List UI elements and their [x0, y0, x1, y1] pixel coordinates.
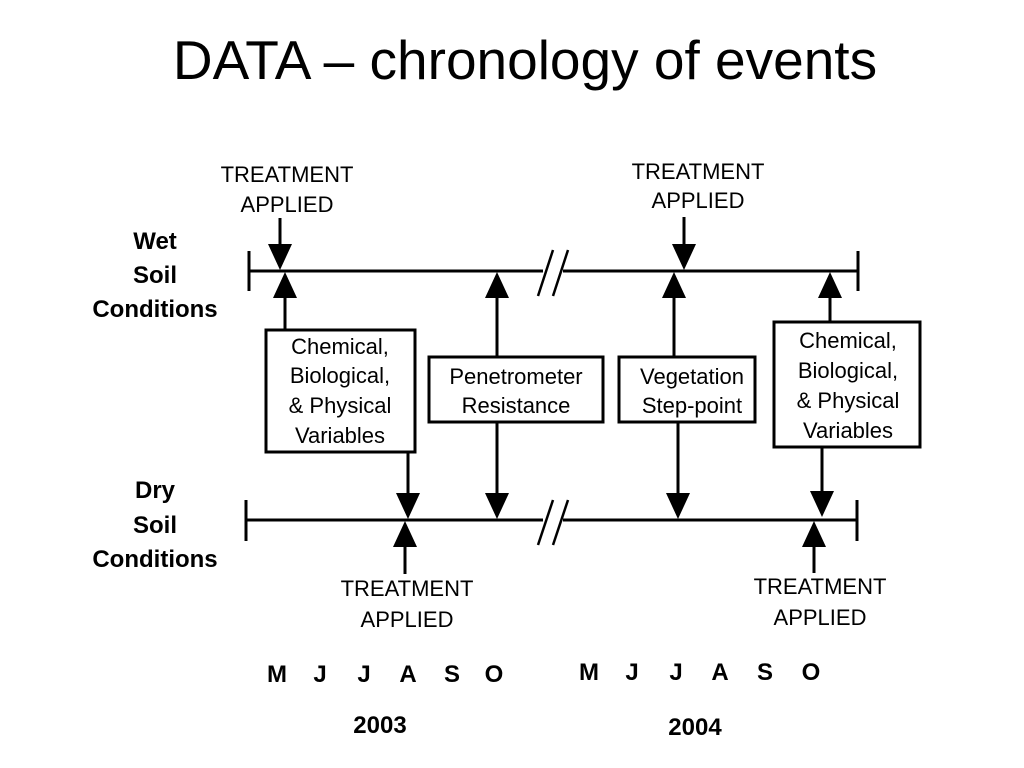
svg-text:APPLIED: APPLIED	[774, 605, 867, 630]
wet-row-label: Wet Soil Conditions	[92, 228, 217, 323]
wet-label-line-3: Conditions	[92, 296, 217, 323]
month-label: J	[625, 659, 638, 686]
svg-text:Chemical,: Chemical,	[799, 328, 897, 353]
treatment-arrow-wet-2004	[672, 217, 696, 270]
wet-timeline	[247, 249, 860, 297]
chem-2004-arrows	[810, 272, 842, 517]
dry-label-line-1: Dry	[135, 477, 176, 504]
treatment-label-wet-2003: TREATMENT APPLIED	[221, 162, 354, 217]
penetrometer-arrows	[485, 272, 509, 519]
treatment-arrow-dry-2003	[393, 521, 417, 574]
year-label-2003: 2003	[353, 712, 406, 739]
year-label-2004: 2004	[668, 714, 722, 741]
svg-text:Resistance: Resistance	[462, 393, 571, 418]
svg-text:APPLIED: APPLIED	[652, 188, 745, 213]
month-label: S	[757, 659, 773, 686]
treatment-arrow-wet-2003	[268, 218, 292, 270]
svg-text:& Physical: & Physical	[797, 388, 900, 413]
svg-text:Vegetation: Vegetation	[640, 364, 744, 389]
svg-text:TREATMENT: TREATMENT	[754, 574, 887, 599]
month-label: M	[579, 659, 599, 686]
month-label: J	[313, 661, 326, 688]
box-penetrometer: Penetrometer Resistance	[427, 355, 605, 424]
month-label: O	[485, 661, 504, 688]
svg-text:Variables: Variables	[803, 418, 893, 443]
slide-title: DATA – chronology of events	[172, 29, 878, 91]
svg-text:Chemical,: Chemical,	[291, 334, 389, 359]
month-label: A	[711, 659, 728, 686]
chem-2003-arrows	[273, 272, 420, 519]
svg-text:TREATMENT: TREATMENT	[632, 159, 765, 184]
treatment-label-wet-2004: TREATMENT APPLIED	[632, 159, 765, 213]
wet-label-line-1: Wet	[133, 228, 177, 255]
month-label: O	[802, 659, 821, 686]
svg-text:Penetrometer: Penetrometer	[449, 364, 582, 389]
svg-text:Variables: Variables	[295, 423, 385, 448]
month-label: A	[399, 661, 416, 688]
svg-text:TREATMENT: TREATMENT	[341, 576, 474, 601]
svg-text:APPLIED: APPLIED	[241, 192, 334, 217]
svg-text:Biological,: Biological,	[798, 358, 898, 383]
treatment-arrow-dry-2004	[802, 521, 826, 573]
box-chem-2003: Chemical, Biological, & Physical Variabl…	[264, 328, 417, 454]
svg-text:Biological,: Biological,	[290, 363, 390, 388]
dry-timeline	[244, 499, 859, 546]
svg-text:APPLIED: APPLIED	[361, 607, 454, 632]
svg-text:TREATMENT: TREATMENT	[221, 162, 354, 187]
months-2003: M J J A S O	[267, 661, 503, 688]
box-chem-2004: Chemical, Biological, & Physical Variabl…	[772, 320, 922, 449]
vegetation-arrows	[662, 272, 690, 519]
months-2004: M J J A S O	[579, 659, 820, 686]
month-label: J	[357, 661, 370, 688]
dry-label-line-2: Soil	[133, 512, 177, 539]
svg-text:Step-point: Step-point	[642, 393, 742, 418]
wet-label-line-2: Soil	[133, 262, 177, 289]
box-vegetation: Vegetation Step-point	[617, 355, 757, 424]
dry-label-line-3: Conditions	[92, 546, 217, 573]
svg-text:& Physical: & Physical	[289, 393, 392, 418]
dry-row-label: Dry Soil Conditions	[92, 477, 217, 573]
month-label: J	[669, 659, 682, 686]
month-label: M	[267, 661, 287, 688]
treatment-label-dry-2004: TREATMENT APPLIED	[754, 574, 887, 630]
treatment-label-dry-2003: TREATMENT APPLIED	[341, 576, 474, 632]
month-label: S	[444, 661, 460, 688]
